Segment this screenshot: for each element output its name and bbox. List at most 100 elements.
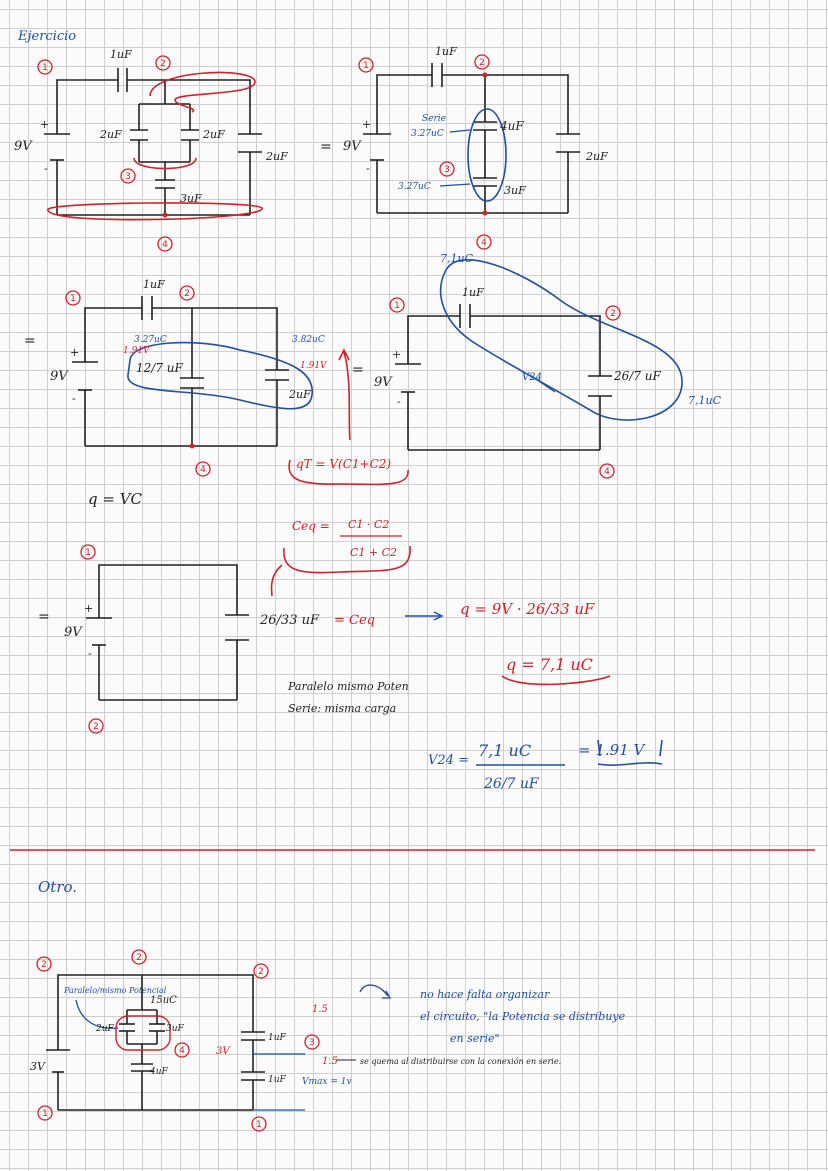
calc-v24-denominator: 26/7 uF	[483, 776, 540, 792]
c1-plus: +	[40, 118, 49, 131]
otro-note-line2: el circuito, "la Potencia se distribuye	[420, 1010, 626, 1023]
ceq-numerator: C1 · C2	[348, 518, 389, 531]
c1-left-cap: 2uF	[99, 128, 122, 141]
c1-node-2: 2	[160, 59, 166, 69]
c3-v-left: 1.91V	[123, 346, 151, 356]
note-serie: Serie: misma carga	[288, 702, 396, 715]
c2-minus: -	[366, 162, 370, 175]
otro-cap-right-bot: 1uF	[268, 1075, 287, 1085]
c4-node-1: 1	[394, 301, 400, 311]
c3-node-2: 2	[184, 289, 190, 299]
c4-node-4: 4	[604, 467, 610, 477]
c4-q-side: 7,1uC	[688, 394, 722, 407]
c3-q-right: 3.82uC	[292, 335, 325, 345]
c1-low-cap: 3uF	[180, 192, 202, 205]
c3-minus: -	[72, 392, 76, 405]
otro-cap-right-top: 1uF	[268, 1033, 287, 1043]
c4-equals: =	[352, 362, 364, 378]
otro-note-line3: en serie"	[450, 1032, 500, 1045]
circuit-otro	[46, 974, 392, 1111]
otro-charge-15: 15uC	[150, 995, 177, 1006]
c2-3uF-cap: 3uF	[504, 184, 526, 197]
c4-minus: -	[397, 395, 401, 408]
otro-node-2c: 2	[258, 967, 264, 977]
c3-q-left: 3.27uC	[134, 335, 167, 345]
c5-plus: +	[84, 602, 93, 615]
c2-right-cap: 2uF	[585, 150, 608, 163]
c3-node-1: 1	[70, 294, 76, 304]
ceq-lhs: Ceq =	[292, 519, 330, 533]
c1-node-3: 3	[125, 172, 131, 182]
c2-node-1: 1	[363, 61, 369, 71]
c5-minus: -	[88, 647, 92, 660]
otro-burn-note: se quema al distribuirse con la conexión…	[360, 1057, 561, 1066]
otro-node-3: 3	[309, 1038, 315, 1048]
q-equals-vc: q = VC	[88, 490, 143, 508]
circuit-1	[44, 68, 263, 221]
circuit-4	[395, 259, 683, 451]
otro-cap-3uF: 3uF	[166, 1024, 185, 1034]
c4-q-top: 7,1uC	[440, 252, 474, 265]
c2-node-3: 3	[444, 165, 450, 175]
c5-node-2: 2	[93, 722, 99, 732]
c1-node-1: 1	[42, 63, 48, 73]
c3-top-cap: 1uF	[143, 278, 165, 291]
otro-cap-2uF: 2uF	[95, 1024, 115, 1034]
c3-right-cap: 2uF	[288, 388, 311, 401]
c3-source-label: 9V	[50, 369, 69, 384]
otro-source-label: 3V	[30, 1060, 46, 1073]
circuit-5	[86, 564, 444, 701]
c3-node-4: 4	[200, 465, 206, 475]
otro-node-2b: 2	[136, 953, 142, 963]
otro-v-top: 1.5	[312, 1004, 328, 1015]
calc-q-result: q = 7,1 uC	[506, 655, 593, 674]
c1-right-cap: 2uF	[265, 150, 288, 163]
otro-note-line1: no hace falta organizar	[420, 988, 550, 1001]
c1-minus: -	[44, 162, 48, 175]
otro-parallel-note: Paralelo/mismo Potencial	[63, 986, 167, 995]
otro-node-2a: 2	[41, 960, 47, 970]
c2-charge-a: 3.27uC	[411, 129, 444, 139]
c3-eq-cap: 12/7 uF	[136, 361, 183, 375]
c3-v-right: 1.91V	[300, 361, 328, 371]
page-title: Ejercicio	[17, 29, 76, 44]
calc-v24-lhs: V24 =	[428, 753, 469, 768]
c4-source-label: 9V	[374, 375, 393, 390]
c4-top-cap: 1uF	[462, 286, 484, 299]
c1-node-4: 4	[162, 240, 168, 250]
c2-charge-b: 3.27uC	[398, 182, 431, 192]
c2-node-2: 2	[479, 58, 485, 68]
c5-cap-value: 26/33 uF	[259, 613, 320, 628]
otro-node-1a: 1	[42, 1109, 48, 1119]
c4-eq-cap: 26/7 uF	[613, 369, 661, 383]
c2-equals: =	[320, 139, 332, 155]
otro-cap-4uF: 4uF	[149, 1067, 169, 1077]
c1-mid-cap: 2uF	[202, 128, 225, 141]
otro-v-label: 3V	[216, 1046, 231, 1057]
c4-v24-label: V24	[522, 372, 542, 383]
c2-serie-label: Serie	[422, 114, 446, 124]
calc-v24-numerator: 7,1 uC	[478, 741, 531, 760]
otro-v-bot: 1.5	[322, 1056, 338, 1067]
c3-plus: +	[70, 346, 79, 359]
note-paralelo: Paralelo mismo Poten	[287, 680, 409, 693]
c5-source-label: 9V	[64, 625, 83, 640]
calc-q-expression: q = 9V · 26/33 uF	[460, 600, 595, 618]
c3-formula: qT = V(C1+C2)	[296, 457, 391, 471]
ceq-denominator: C1 + C2	[350, 546, 397, 559]
circuit-2	[363, 63, 580, 216]
otro-node-1b: 1	[256, 1120, 262, 1130]
c5-equals: =	[38, 609, 50, 625]
c2-source-label: 9V	[343, 139, 362, 154]
otro-node-4: 4	[179, 1046, 185, 1056]
c4-node-2: 2	[610, 309, 616, 319]
otro-title: Otro.	[38, 878, 77, 896]
c2-4uF-cap: 4uF	[499, 119, 524, 133]
c2-node-4: 4	[481, 238, 487, 248]
calc-v24-result: = 1.91 V	[578, 741, 647, 759]
c1-top-cap: 1uF	[110, 48, 132, 61]
c5-ceq-label: = Ceq	[334, 613, 375, 628]
c3-equals: =	[24, 333, 36, 349]
c1-source-label: 9V	[14, 139, 33, 154]
